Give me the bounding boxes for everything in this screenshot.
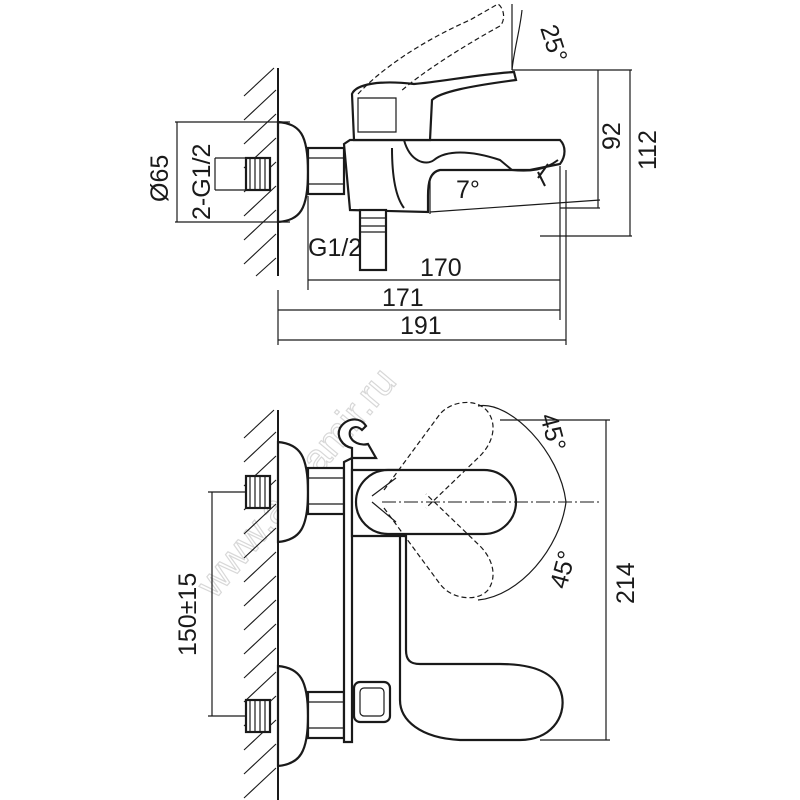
lever-raised-outline bbox=[357, 3, 505, 95]
shower-holder-hook bbox=[337, 418, 378, 460]
dim-height-214: 214 bbox=[612, 562, 640, 604]
dim-height-92: 92 bbox=[598, 122, 626, 150]
dim-angle-45-up: 45° bbox=[534, 410, 571, 454]
dim-diameter-65: Ø65 bbox=[146, 155, 174, 202]
wall-hatching-top bbox=[243, 67, 279, 277]
dim-centers-150: 150±15 bbox=[174, 573, 202, 656]
dimension-lines-side bbox=[175, 4, 632, 345]
diverter-button bbox=[352, 680, 392, 724]
union-nut bbox=[306, 146, 346, 196]
front-view: 45° 45° 150±15 214 bbox=[174, 401, 640, 800]
side-view: 25° 92 112 Ø65 2-G1/2 G1/2 7° 170 171 19… bbox=[146, 3, 662, 345]
dim-angle-45-down: 45° bbox=[545, 548, 582, 592]
lever-rotated-down-outline bbox=[383, 493, 494, 599]
mixer-body bbox=[342, 138, 566, 214]
dim-angle-7: 7° bbox=[456, 176, 480, 204]
lever-rotated-up-outline bbox=[383, 401, 494, 509]
dim-thread-outlet: G1/2 bbox=[308, 234, 362, 262]
dim-length-171: 171 bbox=[382, 284, 424, 312]
dim-length-170: 170 bbox=[420, 254, 462, 282]
dim-height-112: 112 bbox=[634, 130, 662, 170]
flange-lower bbox=[276, 664, 310, 768]
spout-front bbox=[350, 468, 564, 742]
dim-length-191: 191 bbox=[400, 312, 442, 340]
nut-lower bbox=[306, 690, 346, 740]
flange-upper bbox=[276, 440, 310, 544]
outlet-thread bbox=[358, 208, 388, 272]
wall-hatching-front bbox=[243, 409, 279, 800]
nut-upper bbox=[306, 466, 346, 516]
dimension-lines-front bbox=[208, 419, 610, 741]
dim-angle-25: 25° bbox=[534, 21, 572, 66]
lever-handle bbox=[350, 70, 518, 142]
mixer-body-front bbox=[342, 456, 354, 744]
dim-thread-pair: 2-G1/2 bbox=[188, 144, 216, 220]
wall-flange bbox=[276, 120, 310, 224]
